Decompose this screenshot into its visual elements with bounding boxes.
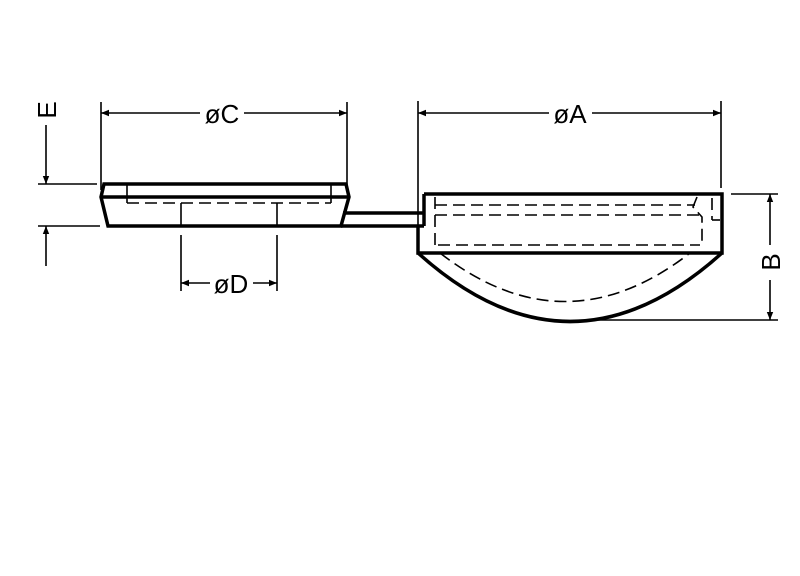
- dimension-e: E: [32, 101, 100, 266]
- dimension-d-label: øD: [214, 269, 249, 299]
- dimension-a: øA: [417, 99, 722, 226]
- plug-part: [416, 192, 724, 324]
- cap-part: [99, 182, 351, 228]
- dimension-c: øC: [100, 99, 348, 190]
- dimension-e-label: E: [32, 101, 62, 118]
- dimension-d: øD: [180, 235, 278, 299]
- dimension-b-label: B: [756, 253, 786, 270]
- dimension-b: B: [590, 193, 786, 321]
- dimension-a-label: øA: [553, 99, 587, 129]
- dimension-c-label: øC: [205, 99, 240, 129]
- connecting-strap: [341, 211, 424, 228]
